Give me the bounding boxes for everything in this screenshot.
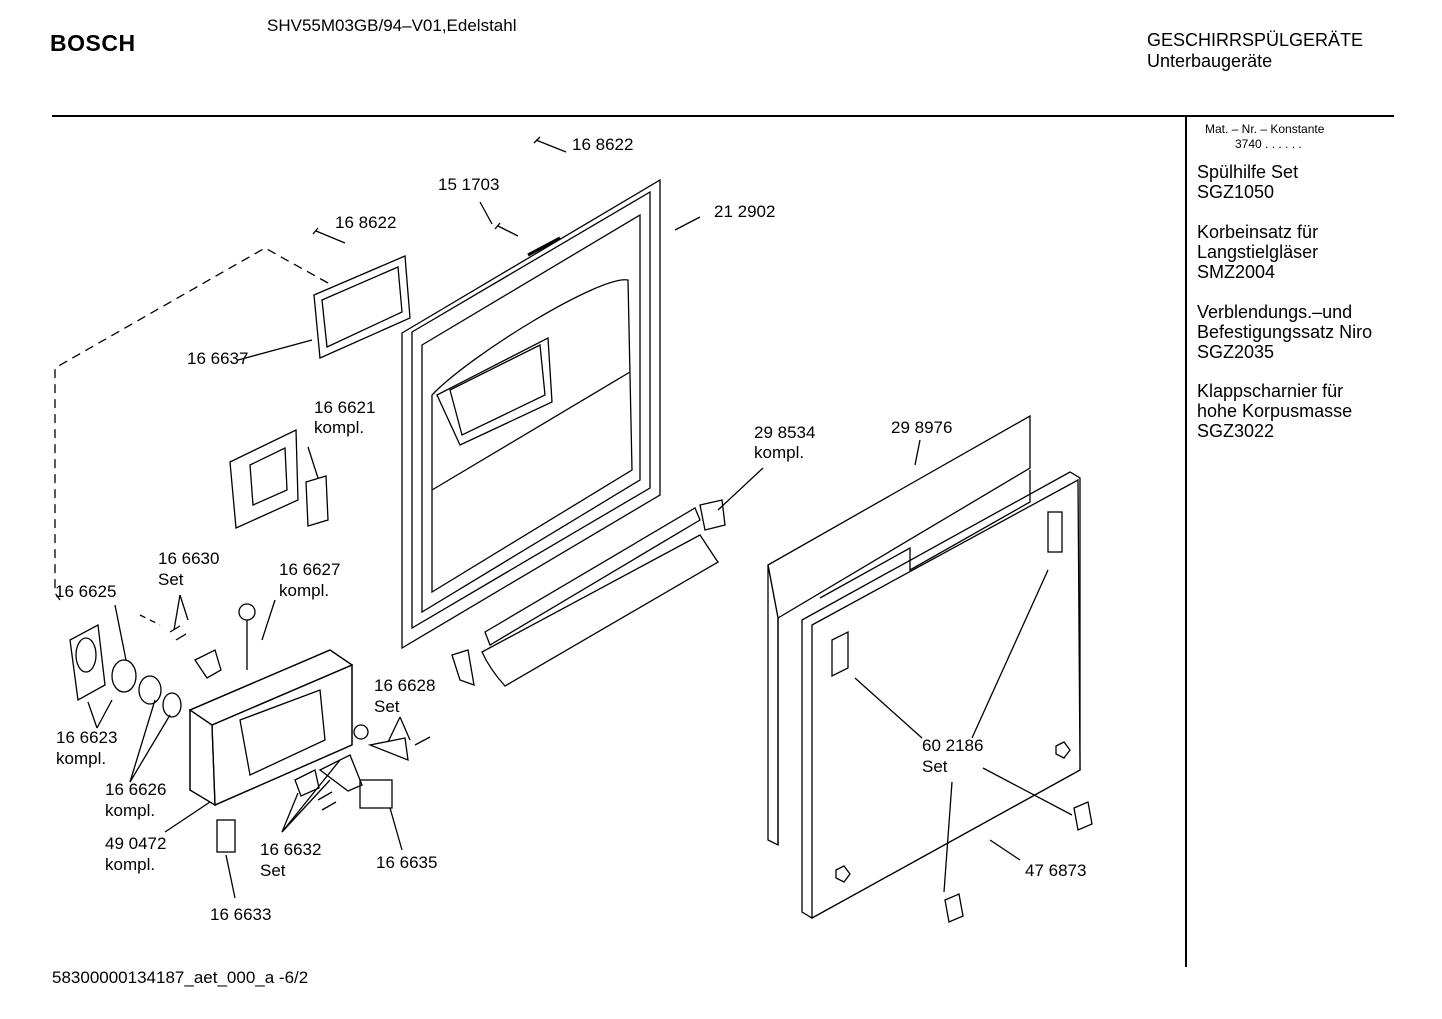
accessory-line: hohe Korpusmasse [1197, 401, 1353, 421]
part-label-166621: 16 6621 [314, 398, 375, 417]
part-label-kompl: kompl. [105, 855, 155, 874]
part-label-166626: 16 6626 [105, 780, 166, 799]
part-labels: 16 8622 15 1703 21 2902 16 8622 16 6637 … [55, 135, 1086, 924]
leader-lines [87, 201, 1073, 899]
accessory-line: Spülhilfe Set [1197, 162, 1299, 182]
part-label-166625: 16 6625 [55, 582, 116, 601]
part-label-set: Set [260, 861, 286, 880]
accessory-line: Korbeinsatz für [1197, 222, 1319, 242]
assembly-dashed-outline [54, 247, 329, 601]
accessory-item: Korbeinsatz für Langstielgläser SMZ2004 [1197, 222, 1387, 282]
mat-constant: 3740 . . . . . . [1235, 137, 1302, 151]
accessory-line: SGZ3022 [1197, 421, 1275, 441]
document-id: 58300000134187_aet_000_a -6/2 [52, 968, 309, 987]
part-label-298534: 29 8534 [754, 423, 815, 442]
accessory-line: Befestigungssatz Niro [1197, 322, 1373, 342]
part-label-kompl: kompl. [56, 749, 106, 768]
mat-number-header: Mat. – Nr. – Konstante [1205, 122, 1325, 136]
screw-168622-top [533, 136, 567, 153]
door-panel-front [801, 470, 1081, 920]
part-label-set: Set [158, 570, 184, 589]
hinge-bracket [1073, 801, 1093, 831]
accessory-line: Langstielgläser [1197, 242, 1319, 262]
part-label-set: Set [374, 697, 400, 716]
part-label-212902: 21 2902 [714, 202, 775, 221]
screw-151703 [494, 222, 519, 237]
lamp-frame-part [313, 255, 411, 359]
screw-168622-left [312, 227, 346, 244]
accessory-line: SGZ1050 [1197, 182, 1275, 202]
brand-logo: BOSCH [50, 30, 136, 56]
hinge-bracket [944, 893, 964, 923]
part-label-166627: 16 6627 [279, 560, 340, 579]
control-unit-part [188, 649, 354, 807]
part-label-166630: 16 6630 [158, 549, 219, 568]
dispenser-cover-part [229, 428, 329, 529]
accessory-line: Verblendungs.–und [1197, 302, 1353, 322]
part-label-166623: 16 6623 [56, 728, 117, 747]
part-label-166632: 16 6632 [260, 840, 321, 859]
door-strip-part [451, 499, 726, 687]
part-label-490472: 49 0472 [105, 834, 166, 853]
sidebar-divider [1185, 117, 1187, 967]
part-label-476873: 47 6873 [1025, 861, 1086, 880]
part-label-168622: 16 8622 [572, 135, 633, 154]
assembly-dashed-outline [139, 614, 161, 626]
accessory-line: SGZ2035 [1197, 342, 1275, 362]
part-label-151703: 15 1703 [438, 175, 499, 194]
part-label-166633: 16 6633 [210, 905, 271, 924]
part-label-kompl: kompl. [105, 801, 155, 820]
part-label-166628: 16 6628 [374, 676, 435, 695]
knob-assembly-part [69, 603, 256, 718]
inner-door-frame [401, 178, 661, 650]
header-divider [52, 115, 1394, 117]
part-label-kompl: kompl. [314, 418, 364, 437]
accessory-item: Spülhilfe Set SGZ1050 [1197, 162, 1387, 202]
accessory-line: SMZ2004 [1197, 262, 1276, 282]
accessory-item: Klappscharnier für hohe Korpusmasse SGZ3… [1197, 381, 1387, 441]
part-label-set: Set [922, 757, 948, 776]
subcategory-title: Unterbaugeräte [1147, 51, 1273, 71]
accessory-line: Klappscharnier für [1197, 381, 1344, 401]
part-label-166635: 16 6635 [376, 853, 437, 872]
part-label-166637: 16 6637 [187, 349, 248, 368]
part-label-602186: 60 2186 [922, 736, 983, 755]
model-number: SHV55M03GB/94–V01,Edelstahl [267, 16, 517, 35]
part-label-168622: 16 8622 [335, 213, 396, 232]
part-label-298976: 29 8976 [891, 418, 952, 437]
accessory-item: Verblendungs.–und Befestigungssatz Niro … [1197, 302, 1387, 362]
part-label-kompl: kompl. [279, 581, 329, 600]
door-panel-rear [767, 414, 1031, 847]
category-title: GESCHIRRSPÜLGERÄTE [1147, 30, 1364, 50]
part-label-kompl: kompl. [754, 443, 804, 462]
